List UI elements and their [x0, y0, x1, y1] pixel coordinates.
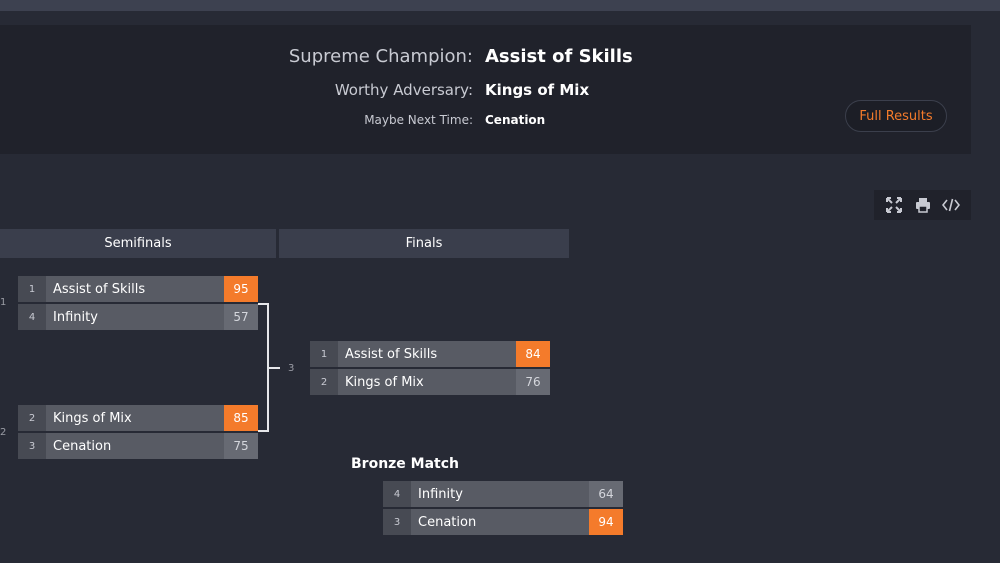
- team-seed: 2: [310, 369, 338, 395]
- third-place-row: Maybe Next Time: Cenation: [0, 113, 971, 137]
- match-number: 2: [0, 427, 7, 438]
- round-header-finals: Finals: [279, 229, 569, 258]
- team-score: 94: [589, 509, 623, 535]
- fullscreen-icon[interactable]: [885, 196, 903, 214]
- team-slot[interactable]: 1 Assist of Skills 84: [310, 341, 550, 367]
- team-seed: 1: [18, 276, 46, 302]
- results-panel: Supreme Champion: Assist of Skills Worth…: [0, 25, 971, 154]
- runner-up-value: Kings of Mix: [485, 81, 590, 99]
- third-place-label: Maybe Next Time:: [364, 113, 473, 127]
- team-slot[interactable]: 2 Kings of Mix 76: [310, 369, 550, 395]
- match-semifinal-1[interactable]: 1 Assist of Skills 95 4 Infinity 57: [18, 276, 258, 332]
- team-name: Assist of Skills: [53, 281, 146, 297]
- full-results-button[interactable]: Full Results: [845, 100, 947, 132]
- match-number: 1: [0, 297, 7, 308]
- runner-up-row: Worthy Adversary: Kings of Mix: [0, 81, 971, 105]
- team-seed: 2: [18, 405, 46, 431]
- champion-value: Assist of Skills: [485, 46, 633, 67]
- team-slot[interactable]: 4 Infinity 57: [18, 304, 258, 330]
- team-slot[interactable]: 2 Kings of Mix 85: [18, 405, 258, 431]
- team-slot[interactable]: 3 Cenation 75: [18, 433, 258, 459]
- team-name: Cenation: [53, 438, 112, 454]
- round-header-semifinals: Semifinals: [0, 229, 276, 258]
- print-icon[interactable]: [914, 196, 932, 214]
- bracket-connector: [258, 303, 280, 432]
- team-seed: 1: [310, 341, 338, 367]
- team-name: Assist of Skills: [345, 346, 438, 362]
- team-score: 85: [224, 405, 258, 431]
- third-place-value: Cenation: [485, 113, 546, 127]
- champion-label: Supreme Champion:: [288, 46, 473, 67]
- team-score: 57: [224, 304, 258, 330]
- team-score: 76: [516, 369, 550, 395]
- team-slot[interactable]: 1 Assist of Skills 95: [18, 276, 258, 302]
- team-seed: 4: [18, 304, 46, 330]
- runner-up-label: Worthy Adversary:: [334, 81, 473, 99]
- match-final[interactable]: 1 Assist of Skills 84 2 Kings of Mix 76: [310, 341, 550, 397]
- team-name: Kings of Mix: [53, 410, 132, 426]
- match-bronze[interactable]: 4 Infinity 64 3 Cenation 94: [383, 481, 623, 537]
- team-seed: 4: [383, 481, 411, 507]
- team-name: Kings of Mix: [345, 374, 424, 390]
- team-name: Cenation: [418, 514, 477, 530]
- team-name: Infinity: [53, 309, 98, 325]
- team-seed: 3: [383, 509, 411, 535]
- team-slot[interactable]: 4 Infinity 64: [383, 481, 623, 507]
- match-semifinal-2[interactable]: 2 Kings of Mix 85 3 Cenation 75: [18, 405, 258, 461]
- embed-code-icon[interactable]: [942, 196, 961, 214]
- team-name: Infinity: [418, 486, 463, 502]
- team-slot[interactable]: 3 Cenation 94: [383, 509, 623, 535]
- team-score: 84: [516, 341, 550, 367]
- team-score: 64: [589, 481, 623, 507]
- top-bar: [0, 0, 1000, 11]
- bracket-toolbar: [874, 190, 971, 220]
- champion-row: Supreme Champion: Assist of Skills: [0, 46, 971, 70]
- team-score: 95: [224, 276, 258, 302]
- team-score: 75: [224, 433, 258, 459]
- match-number: 3: [288, 363, 295, 374]
- team-seed: 3: [18, 433, 46, 459]
- bronze-match-title: Bronze Match: [351, 456, 460, 472]
